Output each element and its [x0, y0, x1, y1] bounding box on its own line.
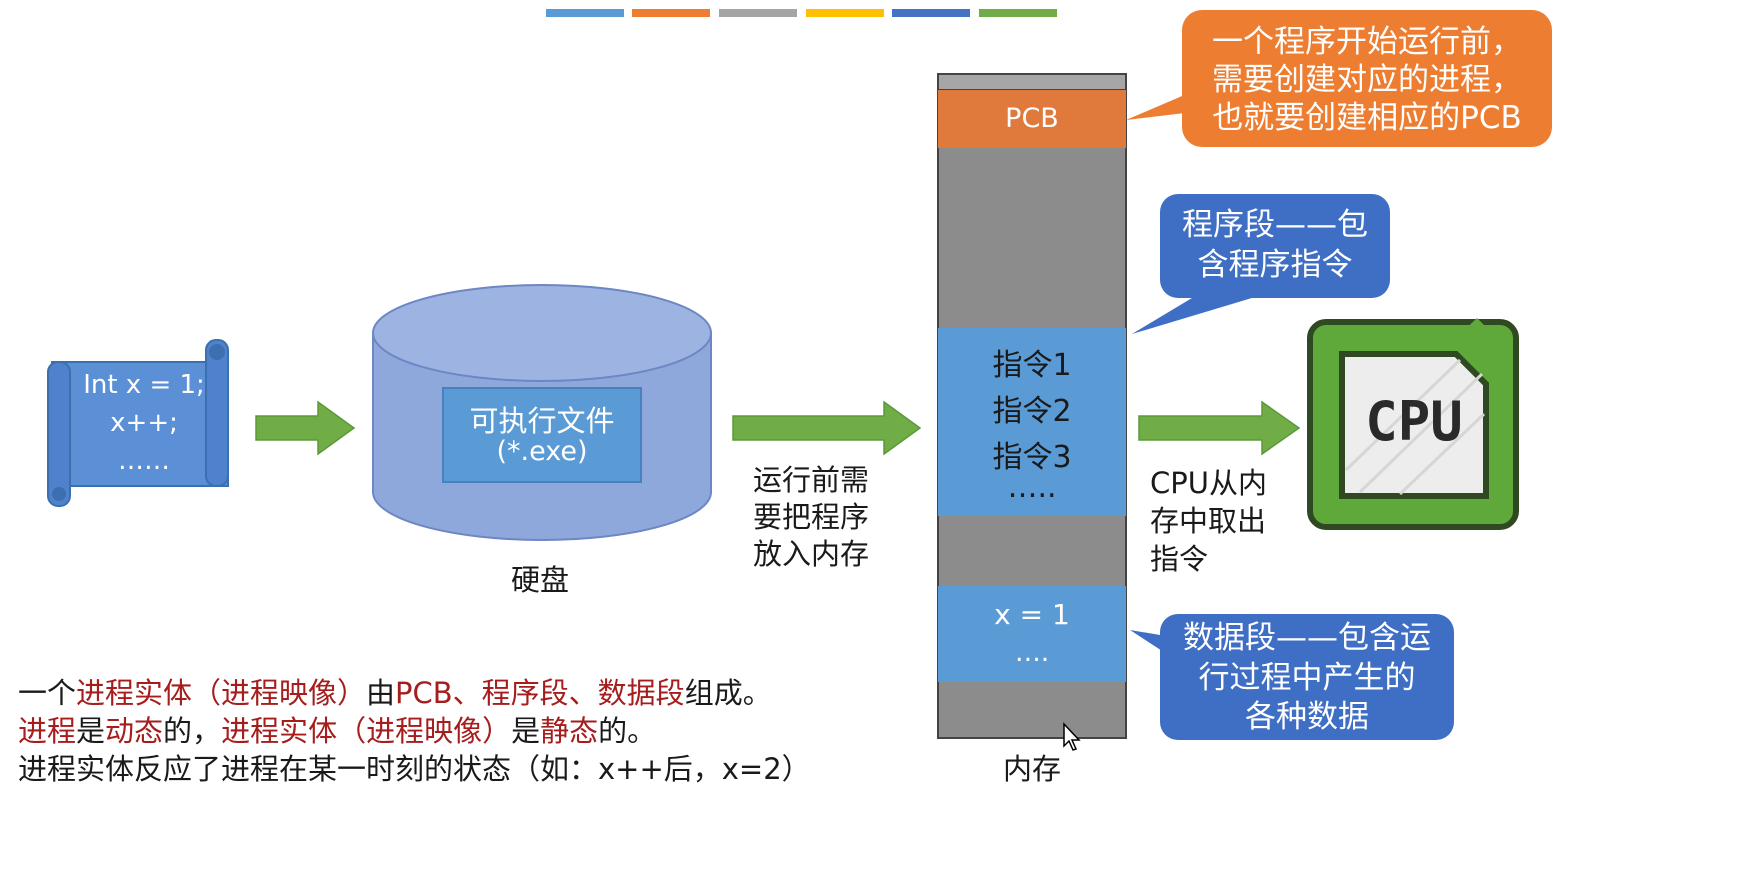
- note1-seg-4: PCB、程序段、数据段: [395, 676, 685, 710]
- note-line-3: 进程实体反应了进程在某一时刻的状态（如：x++后，x=2）: [18, 752, 811, 786]
- note1-seg-3: 由: [366, 676, 396, 710]
- instruction-1: 指令1: [992, 348, 1072, 383]
- arrow2-label-line-3: 放入内存: [753, 537, 870, 571]
- mouse-cursor-icon: [1063, 722, 1081, 751]
- note2-seg-4: 的，: [163, 714, 222, 748]
- executable-file-label: 可执行文件: [469, 404, 615, 438]
- top-color-bar-2: [632, 9, 710, 17]
- instruction-3: 指令3: [992, 440, 1072, 475]
- note-line-1: 一个进程实体（进程映像）由PCB、程序段、数据段组成。: [18, 670, 772, 712]
- arrow3-label-line-3: 指令: [1150, 542, 1209, 576]
- code-line-1: Int x = 1;: [83, 370, 205, 400]
- data-callout-line-3: 各种数据: [1245, 699, 1369, 735]
- instruction-more: …..: [1007, 470, 1057, 505]
- note1-seg-2: 进程实体（进程映像）: [76, 676, 367, 710]
- data-segment-callout-shape: [1130, 614, 1454, 740]
- instruction-2: 指令2: [992, 394, 1072, 429]
- memory-caption: 内存: [1002, 752, 1061, 786]
- code-line-2: x++;: [110, 408, 178, 438]
- data-more: ….: [1014, 638, 1050, 668]
- arrow2-label-line-1: 运行前需: [753, 463, 870, 497]
- note2-seg-1: 进程: [18, 714, 77, 748]
- arrow-code-to-disk: [255, 400, 356, 456]
- arrow2-label-line-2: 要把程序: [753, 500, 870, 534]
- note2-seg-7: 静态: [540, 714, 599, 748]
- executable-file-extension: (*.exe): [496, 436, 588, 467]
- top-color-bar-5: [892, 9, 970, 17]
- pcb-callout-line-1: 一个程序开始运行前，: [1212, 24, 1522, 60]
- note1-seg-1: 一个: [18, 676, 77, 710]
- data-value-x: x = 1: [994, 598, 1070, 631]
- program-callout-line-1: 程序段——包: [1182, 207, 1368, 243]
- program-segment-callout-shape: [1132, 194, 1390, 334]
- hard-disk-cylinder: [372, 284, 712, 541]
- pcb-label: PCB: [1005, 103, 1059, 134]
- cpu-chip-label: CPU: [1365, 390, 1463, 453]
- source-code-scroll: [47, 339, 229, 507]
- top-color-bar-4: [806, 9, 884, 17]
- note2-seg-3: 动态: [105, 714, 164, 748]
- pcb-callout-line-3: 也就要创建相应的PCB: [1212, 100, 1522, 136]
- data-callout-line-1: 数据段——包含运: [1183, 620, 1431, 656]
- top-color-bar-1: [546, 9, 624, 17]
- note1-seg-5: 组成。: [684, 676, 772, 710]
- note2-seg-8: 的。: [598, 714, 657, 748]
- note2-seg-5: 进程实体（进程映像）: [221, 714, 512, 748]
- note2-seg-2: 是: [76, 714, 106, 748]
- note-line-2: 进程是动态的，进程实体（进程映像）是静态的。: [18, 708, 656, 750]
- note2-seg-6: 是: [511, 714, 541, 748]
- arrow3-label-line-2: 存中取出: [1150, 504, 1267, 538]
- pcb-callout-line-2: 需要创建对应的进程，: [1212, 62, 1522, 98]
- data-callout-line-2: 行过程中产生的: [1198, 660, 1416, 696]
- top-color-bar-3: [719, 9, 797, 17]
- memory-column: [937, 73, 1127, 739]
- code-line-3: ……: [118, 446, 170, 476]
- arrow-memory-to-cpu: [1138, 400, 1301, 456]
- top-color-bar-6: [979, 9, 1057, 17]
- program-callout-line-2: 含程序指令: [1197, 247, 1353, 283]
- disk-caption: 硬盘: [510, 563, 569, 597]
- arrow-disk-to-memory: [732, 400, 922, 456]
- pcb-callout-shape: [1126, 10, 1552, 147]
- arrow3-label-line-1: CPU从内: [1150, 466, 1267, 500]
- cpu-chip-icon: [1307, 318, 1519, 530]
